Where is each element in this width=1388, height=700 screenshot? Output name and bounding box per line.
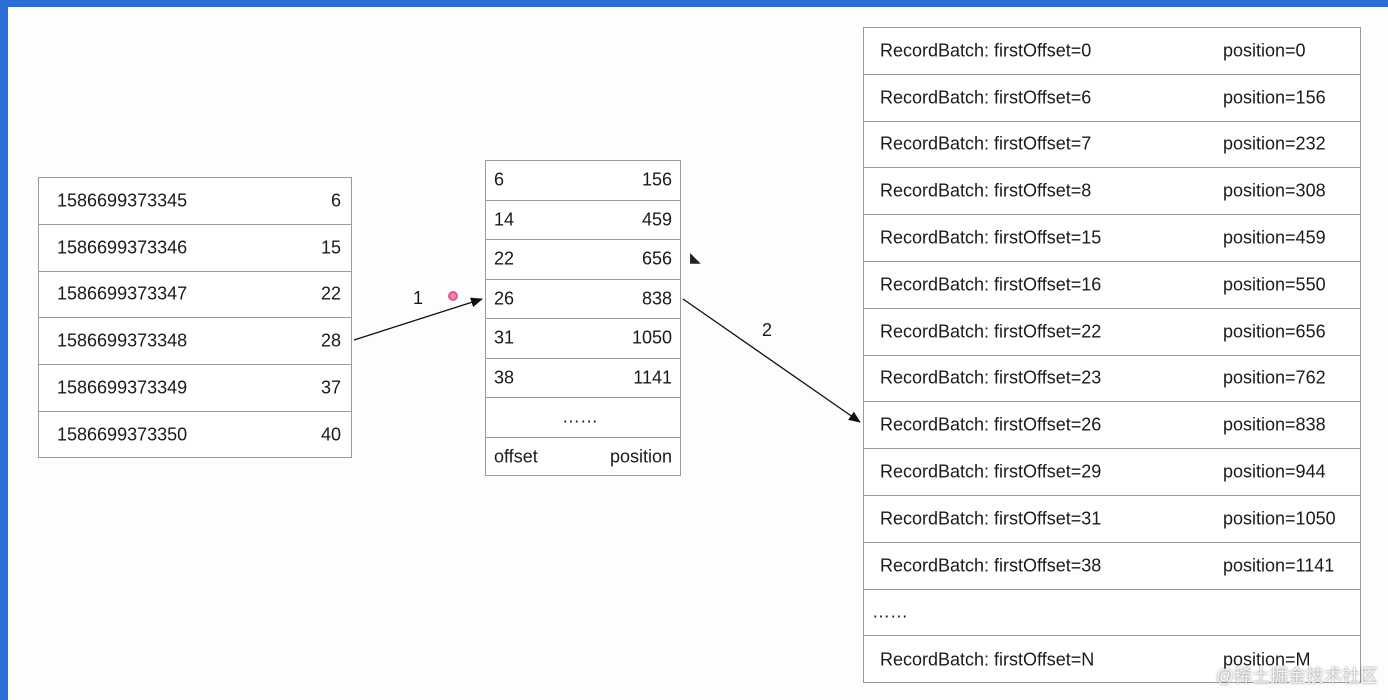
timestamp-cell: 1586699373349 bbox=[57, 377, 188, 398]
position-cell: position=550 bbox=[1223, 274, 1326, 295]
offset-cell: 6 bbox=[494, 169, 505, 190]
arrow-step-2 bbox=[682, 298, 861, 423]
time-index-row: 1586699373347 22 bbox=[39, 272, 351, 319]
log-segment-row: RecordBatch: firstOffset=38 position=1141 bbox=[864, 543, 1360, 590]
offset-cell: 40 bbox=[320, 424, 341, 445]
log-segment-row: RecordBatch: firstOffset=23 position=762 bbox=[864, 356, 1360, 403]
record-batch-cell: RecordBatch: firstOffset=N bbox=[880, 649, 1095, 670]
offset-index-row: 38 1141 bbox=[486, 359, 680, 398]
record-batch-cell: RecordBatch: firstOffset=22 bbox=[880, 321, 1102, 342]
time-index-row: 1586699373346 15 bbox=[39, 225, 351, 272]
offset-cell: 14 bbox=[494, 209, 515, 230]
offset-index-header-row: offset position bbox=[486, 438, 680, 478]
log-segment-row: RecordBatch: firstOffset=31 position=1050 bbox=[864, 496, 1360, 543]
position-cell: position=459 bbox=[1223, 227, 1326, 248]
offset-cell: 38 bbox=[494, 367, 515, 388]
log-segment-row: RecordBatch: firstOffset=16 position=550 bbox=[864, 262, 1360, 309]
offset-cell: 31 bbox=[494, 327, 515, 348]
offset-index-row: 31 1050 bbox=[486, 319, 680, 359]
log-segment-row: RecordBatch: firstOffset=6 position=156 bbox=[864, 75, 1360, 122]
position-cell: 156 bbox=[641, 169, 672, 190]
log-segment-row: RecordBatch: firstOffset=29 position=944 bbox=[864, 449, 1360, 496]
record-batch-cell: RecordBatch: firstOffset=0 bbox=[880, 40, 1092, 61]
position-cell: position=0 bbox=[1223, 40, 1306, 61]
arrow-step-1-label: 1 bbox=[413, 288, 424, 308]
timestamp-cell: 1586699373345 bbox=[57, 190, 188, 211]
position-header-cell: position bbox=[609, 446, 672, 467]
offset-cell: 22 bbox=[494, 248, 515, 269]
record-batch-cell: RecordBatch: firstOffset=15 bbox=[880, 227, 1102, 248]
position-cell: position=232 bbox=[1223, 133, 1326, 154]
position-cell: 459 bbox=[641, 209, 672, 230]
cursor-arrow-icon: ◣ bbox=[690, 249, 701, 265]
position-cell: position=308 bbox=[1223, 180, 1326, 201]
position-cell: position=944 bbox=[1223, 461, 1326, 482]
time-index-row: 1586699373350 40 bbox=[39, 412, 351, 459]
position-cell: position=656 bbox=[1223, 321, 1326, 342]
time-index-row: 1586699373345 6 bbox=[39, 178, 351, 225]
offset-index-ellipsis-row: …… bbox=[486, 398, 680, 438]
record-batch-cell: RecordBatch: firstOffset=16 bbox=[880, 274, 1102, 295]
offset-index-row: 14 459 bbox=[486, 201, 680, 240]
record-batch-cell: RecordBatch: firstOffset=38 bbox=[880, 555, 1102, 576]
offset-cell: 28 bbox=[320, 330, 341, 351]
log-segment-row: RecordBatch: firstOffset=15 position=459 bbox=[864, 215, 1360, 262]
position-cell: position=156 bbox=[1223, 87, 1326, 108]
offset-cell: 22 bbox=[320, 283, 341, 304]
ellipsis-cell: …… bbox=[872, 601, 908, 622]
timestamp-cell: 1586699373347 bbox=[57, 283, 188, 304]
log-segment-row: RecordBatch: firstOffset=22 position=656 bbox=[864, 309, 1360, 356]
record-batch-cell: RecordBatch: firstOffset=6 bbox=[880, 87, 1092, 108]
log-segment-row: RecordBatch: firstOffset=N position=M bbox=[864, 636, 1360, 683]
offset-header-cell: offset bbox=[494, 446, 538, 467]
mouse-pointer-icon bbox=[448, 291, 458, 301]
record-batch-cell: RecordBatch: firstOffset=23 bbox=[880, 367, 1102, 388]
arrow-step-2-label: 2 bbox=[762, 320, 773, 340]
position-cell: 656 bbox=[641, 248, 672, 269]
position-cell: 1050 bbox=[631, 327, 672, 348]
position-cell: 838 bbox=[641, 288, 672, 309]
offset-cell: 15 bbox=[320, 237, 341, 258]
log-segment-ellipsis-row: …… bbox=[864, 590, 1360, 637]
log-segment-row: RecordBatch: firstOffset=7 position=232 bbox=[864, 122, 1360, 169]
position-cell: position=1141 bbox=[1223, 555, 1335, 576]
offset-index-row: 26 838 bbox=[486, 280, 680, 319]
offset-index-row: 6 156 bbox=[486, 161, 680, 201]
position-cell: position=M bbox=[1223, 649, 1311, 670]
watermark: @稀土掘金技术社区 bbox=[1215, 666, 1378, 686]
log-segment-row: RecordBatch: firstOffset=0 position=0 bbox=[864, 28, 1360, 75]
time-index-row: 1586699373349 37 bbox=[39, 365, 351, 412]
log-segment-row: RecordBatch: firstOffset=26 position=838 bbox=[864, 402, 1360, 450]
position-cell: position=1050 bbox=[1223, 508, 1336, 529]
ellipsis-cell: …… bbox=[562, 406, 598, 427]
position-cell: position=762 bbox=[1223, 367, 1326, 388]
record-batch-cell: RecordBatch: firstOffset=31 bbox=[880, 508, 1102, 529]
position-cell: 1141 bbox=[633, 367, 672, 388]
log-segment-row: RecordBatch: firstOffset=8 position=308 bbox=[864, 168, 1360, 216]
timestamp-cell: 1586699373348 bbox=[57, 330, 188, 351]
offset-index-table: 6 156 14 459 22 656 26 838 31 1050 38 1141 …… offset p… bbox=[485, 160, 681, 476]
timestamp-cell: 1586699373350 bbox=[57, 424, 188, 445]
offset-cell: 26 bbox=[494, 288, 515, 309]
timestamp-cell: 1586699373346 bbox=[57, 237, 188, 258]
record-batch-cell: RecordBatch: firstOffset=7 bbox=[880, 133, 1092, 154]
position-cell: position=838 bbox=[1223, 414, 1326, 435]
offset-cell: 37 bbox=[320, 377, 341, 398]
record-batch-cell: RecordBatch: firstOffset=26 bbox=[880, 414, 1102, 435]
record-batch-cell: RecordBatch: firstOffset=8 bbox=[880, 180, 1092, 201]
record-batch-cell: RecordBatch: firstOffset=29 bbox=[880, 461, 1102, 482]
time-index-row: 1586699373348 28 bbox=[39, 318, 351, 366]
offset-cell: 6 bbox=[330, 190, 341, 211]
offset-index-row: 22 656 bbox=[486, 240, 680, 280]
